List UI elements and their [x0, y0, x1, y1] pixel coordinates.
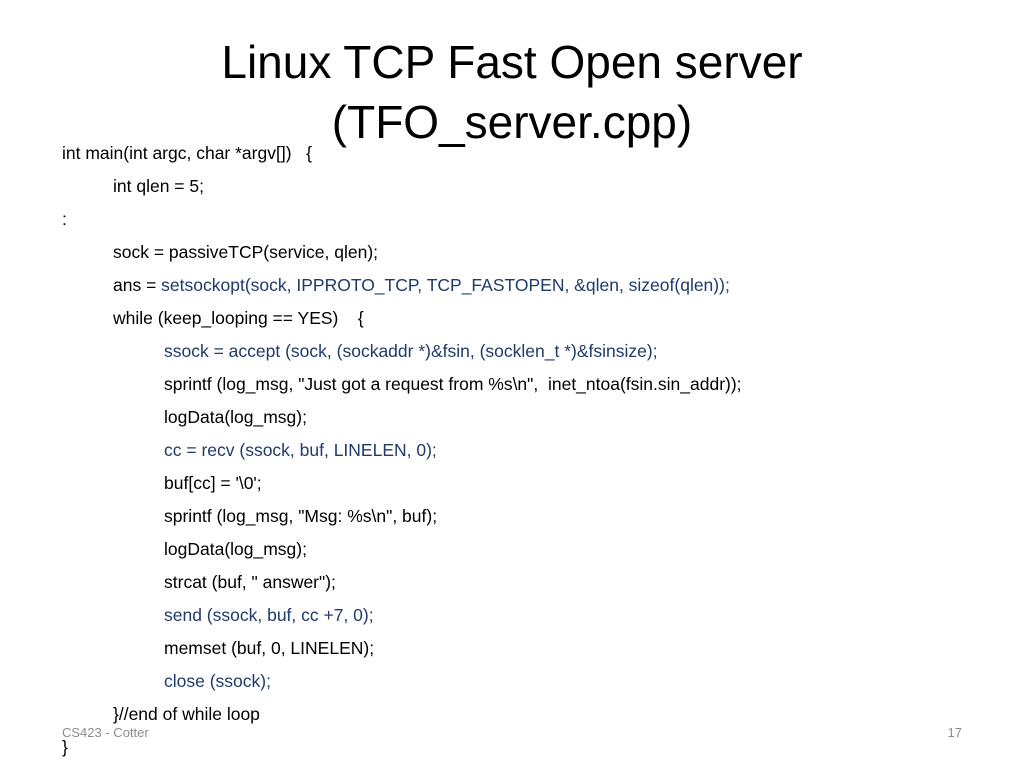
code-line: memset (buf, 0, LINELEN); [164, 638, 375, 658]
title-line-2: (TFO_server.cpp) [331, 96, 693, 148]
code-line: sprintf (log_msg, "Just got a request fr… [164, 374, 742, 394]
slide-number: 17 [947, 725, 962, 740]
code-line: } [62, 737, 68, 757]
code-line: sock = passiveTCP(service, qlen); [113, 242, 379, 262]
code-line: while (keep_looping == YES) { [113, 308, 364, 328]
code-line-highlight: send (ssock, buf, cc +7, 0); [164, 605, 374, 625]
footer-course: CS423 - Cotter [62, 725, 149, 740]
slide-title: Linux TCP Fast Open server (TFO_server.c… [0, 32, 1024, 152]
code-line: ans = setsockopt(sock, IPPROTO_TCP, TCP_… [113, 274, 730, 296]
code-line-highlight: cc = recv (ssock, buf, LINELEN, 0); [164, 440, 437, 460]
code-line: int qlen = 5; [113, 176, 204, 196]
code-line: int main(int argc, char *argv[]) { [62, 143, 312, 163]
code-line: }//end of while loop [113, 704, 260, 724]
code-line-highlight: ssock = accept (sock, (sockaddr *)&fsin,… [164, 341, 658, 361]
code-text: ans = [113, 275, 162, 295]
code-line: buf[cc] = '\0'; [164, 473, 262, 493]
code-line: sprintf (log_msg, "Msg: %s\n", buf); [164, 506, 438, 526]
code-line: logData(log_msg); [164, 539, 307, 559]
title-line-1: Linux TCP Fast Open server [221, 36, 803, 88]
code-line: strcat (buf, " answer"); [164, 572, 336, 592]
code-line-highlight: close (ssock); [164, 671, 271, 691]
code-line: : [62, 209, 67, 229]
code-text-highlight: setsockopt(sock, IPPROTO_TCP, TCP_FASTOP… [161, 275, 730, 295]
code-line: logData(log_msg); [164, 407, 307, 427]
